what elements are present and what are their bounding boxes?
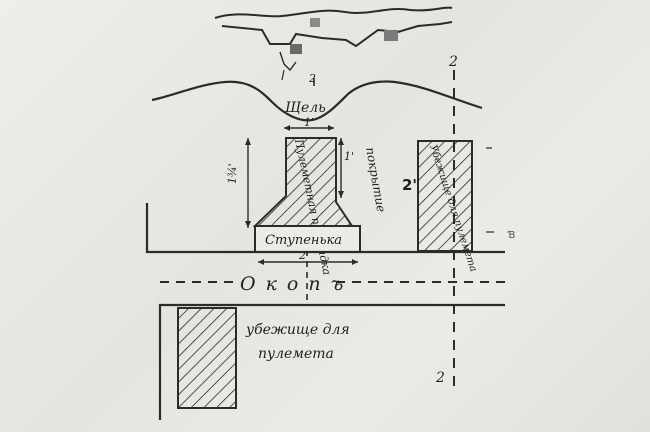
gun-shelter-bottom-label-2: пулемета — [258, 346, 334, 362]
section-line-label-top: 2 — [448, 54, 458, 70]
arrow-icon — [284, 125, 290, 131]
section-line-label-bottom: 2 — [435, 370, 445, 386]
step-width-label: 2' — [298, 249, 309, 262]
gun-shelter-right — [417, 140, 473, 252]
trench-wall-top — [145, 203, 505, 254]
margin-mark: Ɓ — [507, 230, 515, 241]
plan-block — [290, 44, 302, 54]
side-height-label: 1¾' — [226, 163, 239, 184]
gun-shelter-bottom — [177, 307, 237, 409]
slit-label: Щель — [285, 100, 326, 116]
plan-block — [384, 30, 398, 41]
arrow-icon — [245, 138, 251, 145]
cover-label: покрытие — [363, 146, 388, 213]
trench-label: Окопъ — [240, 273, 353, 295]
platform-height-label: 1' — [344, 150, 354, 163]
arrow-icon — [352, 259, 358, 265]
arrow-icon — [258, 259, 264, 265]
arrow-icon — [338, 191, 344, 198]
ground-profile — [151, 80, 483, 122]
plan-block — [310, 18, 320, 27]
arrow-icon — [328, 125, 334, 131]
step-label: Ступенька — [265, 233, 342, 248]
arrow-icon — [338, 138, 344, 145]
step-box — [254, 225, 361, 253]
section-mark-label: 2 — [308, 72, 316, 85]
arrow-icon — [245, 221, 251, 228]
cover-thickness-label: 2' — [402, 176, 417, 194]
plan-sketch — [214, 6, 453, 81]
gun-shelter-bottom-label-1: убежище для — [245, 322, 350, 338]
slit-width-label: 1' — [304, 116, 314, 129]
